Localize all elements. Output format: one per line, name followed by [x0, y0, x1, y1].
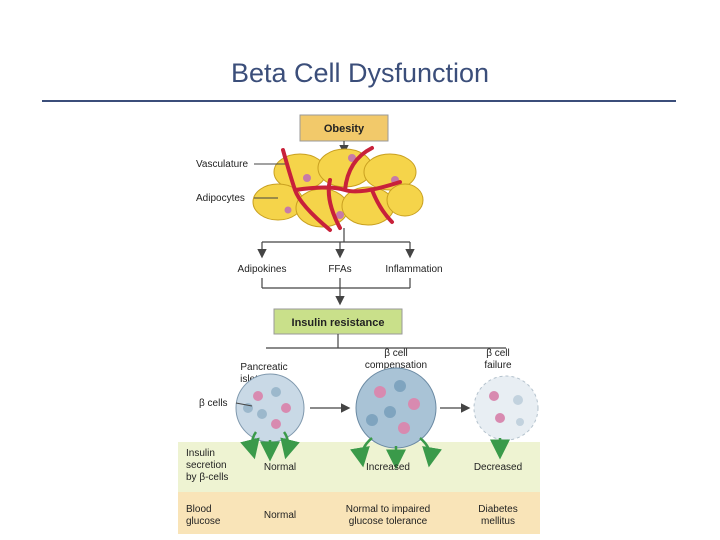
- slide-title: Beta Cell Dysfunction: [230, 58, 490, 88]
- glucose-value-normal: Normal: [264, 510, 296, 521]
- adipose-tissue: [252, 146, 424, 232]
- islet-label-line2: islet: [240, 374, 258, 385]
- failure-label-line2: failure: [484, 360, 512, 371]
- insulin-value-increased: Increased: [366, 462, 410, 473]
- factor-inflammation: Inflammation: [385, 264, 442, 275]
- glucose-row-label-2: glucose: [186, 516, 221, 527]
- title-divider: [42, 100, 676, 102]
- compensating-islet: [355, 367, 437, 449]
- insulin-value-normal: Normal: [264, 462, 296, 473]
- blood-vessel: [281, 146, 402, 232]
- obesity-box: Obesity: [299, 114, 389, 142]
- secretion-arrows: [240, 431, 510, 470]
- vasculature-label: Vasculature: [196, 159, 249, 170]
- glucose-value-diabetes-1: Diabetes: [478, 504, 517, 515]
- insulin-row-label-1: Insulin: [186, 448, 215, 459]
- failing-islet: [473, 375, 539, 441]
- compensation-label-line1: β cell: [384, 348, 408, 359]
- insulin-resistance-label: Insulin resistance: [292, 317, 385, 329]
- glucose-band: [178, 492, 540, 534]
- factor-adipokines: Adipokines: [238, 264, 287, 275]
- failure-label-line1: β cell: [486, 348, 510, 359]
- glucose-row-label-1: Blood: [186, 504, 212, 515]
- glucose-value-impaired-1: Normal to impaired: [346, 504, 430, 515]
- insulin-row-label-2: secretion: [186, 460, 227, 471]
- obesity-label: Obesity: [324, 123, 365, 135]
- islet-label-line1: Pancreatic: [240, 362, 287, 373]
- normal-islet: [235, 373, 305, 443]
- beta-cells-label: β cells: [199, 398, 228, 409]
- insulin-row-label-3: by β-cells: [186, 472, 228, 483]
- adipocytes-label: Adipocytes: [196, 193, 245, 204]
- insulin-value-decreased: Decreased: [474, 462, 522, 473]
- insulin-resistance-box: Insulin resistance: [273, 308, 403, 335]
- glucose-value-impaired-2: glucose tolerance: [349, 516, 428, 527]
- compensation-label-line2: compensation: [365, 360, 427, 371]
- factor-ffas: FFAs: [328, 264, 351, 275]
- glucose-value-diabetes-2: mellitus: [481, 516, 515, 527]
